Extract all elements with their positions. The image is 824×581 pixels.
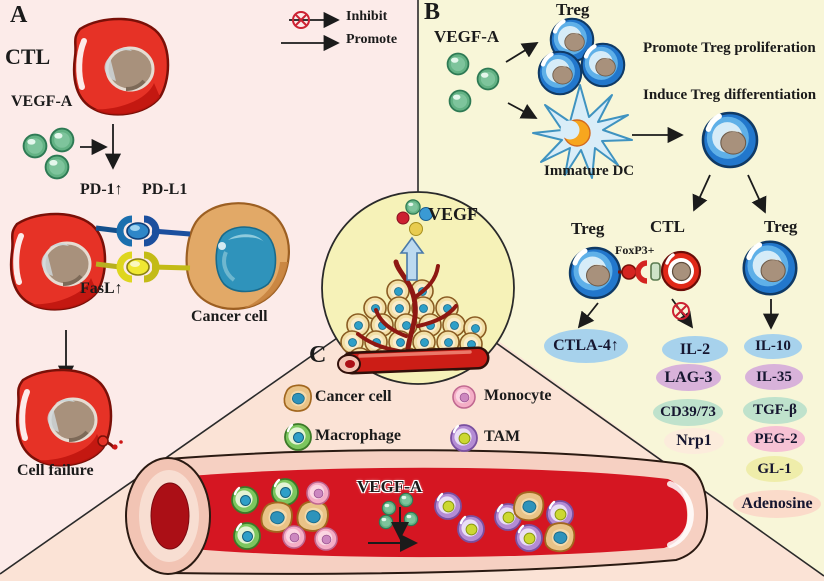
panel-a-artwork [11,19,290,465]
pdl1-label: PD-L1 [142,181,188,198]
vessel-vegfa-dots [368,492,419,552]
treg-left-label: Treg [571,219,605,238]
il2-pill: IL-2 [662,336,728,363]
vegfa-label-a: VEGF-A [11,93,73,110]
vegfa-label-vessel: VEGF-A [357,477,423,496]
tam-legend-label: TAM [484,428,521,445]
cd39-73-pill: CD39/73 [653,399,723,426]
ctl-label: CTL [5,44,51,69]
tam-legend-icon [449,423,479,453]
ctl-label-b: CTL [650,217,685,236]
secreted-vegf [396,199,433,281]
ctla4-pill: CTLA-4↑ [544,329,628,363]
ctl-cell-icon [74,19,168,114]
immature-dc-label: Immature DC [544,163,635,179]
cancer-cell-legend-icon [283,384,312,412]
blood-vessel-illustration [125,449,709,575]
panel-b-label: B [424,0,441,25]
vegfa-label-b: VEGF-A [434,27,500,46]
promote-label: Promote [346,32,398,47]
panel-c-label: C [309,342,327,368]
inhibit-label: Inhibit [346,9,388,24]
macrophage-legend-icon [283,422,313,452]
fasl-receptor-icon [95,251,191,283]
cell-failure-icon [17,370,123,465]
promote-treg-text: Promote Treg proliferation [643,40,816,56]
tgfb-pill: TGF-β [743,397,807,424]
tumor-circle-illustration [321,191,515,385]
immature-dc-icon [532,84,633,179]
macrophage-legend-label: Macrophage [315,427,401,444]
pd1-pdl1-receptor-icon [95,215,191,247]
il10-pill: IL-10 [744,334,802,359]
treg-right-label: Treg [764,217,798,236]
vegf-center-label: VEGF [428,204,479,224]
induce-treg-text: Induce Treg differentiation [643,87,817,103]
cancer-cell-label-a: Cancer cell [191,308,268,325]
cell-failure-label: Cell failure [17,462,94,479]
panel-b-artwork [446,19,797,330]
nrp1-pill: Nrp1 [664,428,724,454]
gl1-pill: GL-1 [746,456,803,482]
panel-a-label: A [10,2,28,28]
adenosine-pill: Adenosine [733,490,821,518]
arrow-key [281,11,340,52]
treg-top-label: Treg [556,0,590,19]
il35-pill: IL-35 [745,364,803,390]
pd1-label: PD-1↑ [80,181,123,198]
treg-ctl-interaction [570,248,702,298]
cancer-cell-legend-label: Cancer cell [315,388,392,405]
lag3-pill: LAG-3 [656,364,721,391]
cancer-cell-icon [185,202,290,310]
fasl-label: FasL↑ [80,280,123,297]
tumor-mass [337,259,490,375]
peg2-pill: PEG-2 [747,426,805,452]
monocyte-legend-icon [452,385,476,409]
foxp3-label: FoxP3+ [615,243,655,257]
monocyte-legend-label: Monocyte [484,387,552,404]
